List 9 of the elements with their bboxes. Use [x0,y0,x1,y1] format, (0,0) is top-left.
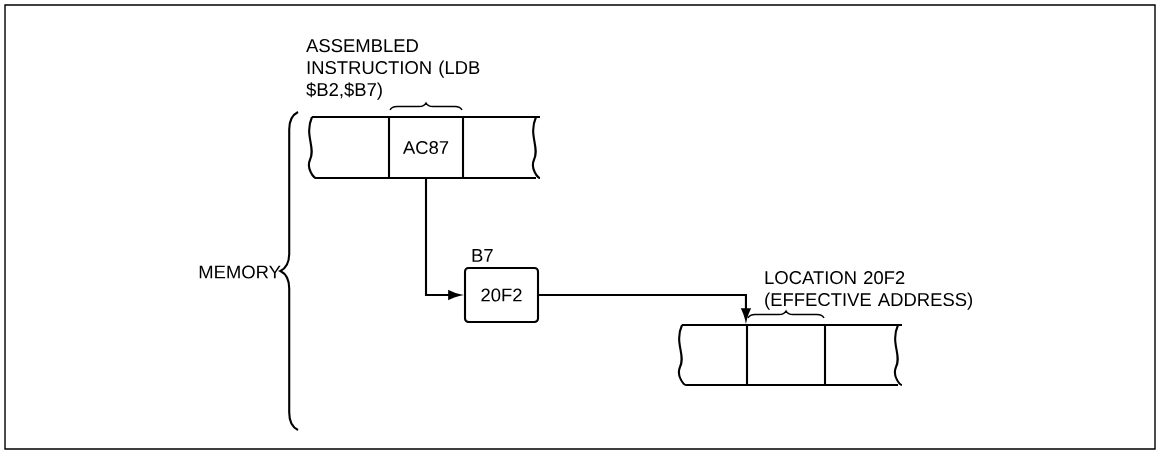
memory-label: MEMORY [199,265,281,279]
memory-cell: AC87 [387,115,465,180]
arrow [424,179,461,300]
node-label: ASSEMBLED INSTRUCTION (LDB $B2,$B7) [306,39,480,100]
memory-cell [745,323,827,387]
register-box: 20F2 [463,266,540,324]
arrow [539,293,751,321]
node-label: B7 [472,249,493,262]
node-label: LOCATION 20F2 (EFFECTIVE ADDRESS) [765,271,973,310]
